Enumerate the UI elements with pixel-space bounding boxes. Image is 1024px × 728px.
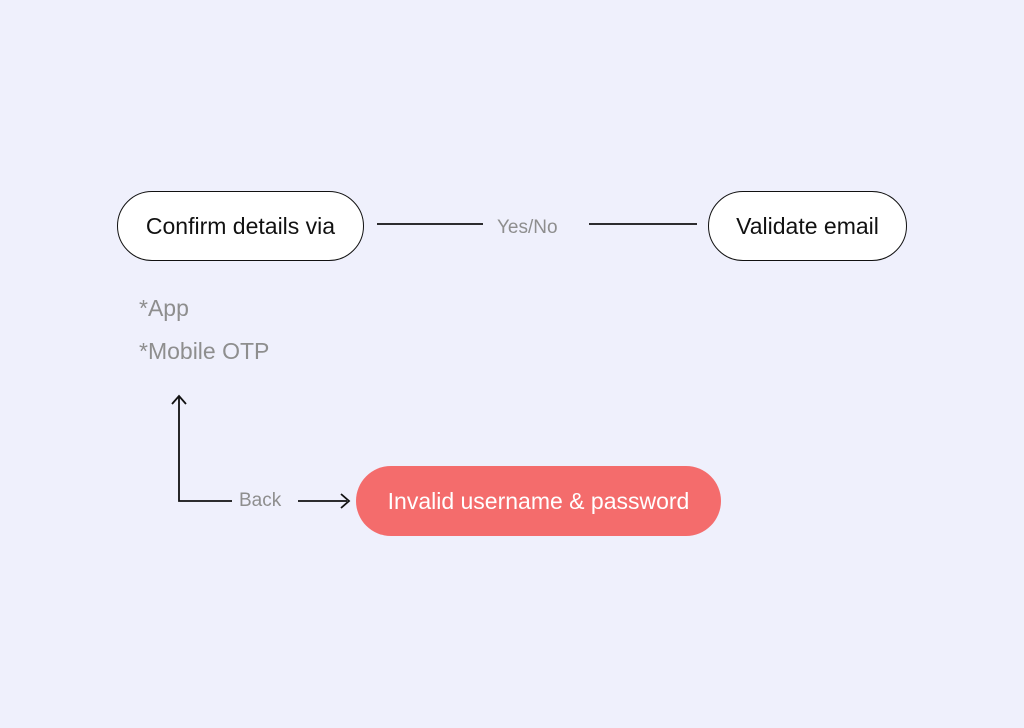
node-confirm-details: Confirm details via: [117, 191, 364, 261]
note-mobile-otp: *Mobile OTP: [139, 338, 270, 364]
note-app: *App: [139, 295, 189, 321]
edge-label-yes-no: Yes/No: [497, 217, 558, 238]
arrowhead-up-icon: [171, 394, 187, 405]
node-confirm-details-label: Confirm details via: [145, 212, 336, 239]
node-invalid-credentials-label: Invalid username & password: [387, 487, 690, 514]
arrowhead-right-icon: [340, 493, 351, 509]
node-invalid-credentials: Invalid username & password: [356, 466, 721, 536]
connector-back-up: [178, 397, 232, 502]
node-validate-email-label: Validate email: [736, 212, 879, 239]
edge-label-back: Back: [239, 490, 282, 511]
node-validate-email: Validate email: [708, 191, 907, 261]
